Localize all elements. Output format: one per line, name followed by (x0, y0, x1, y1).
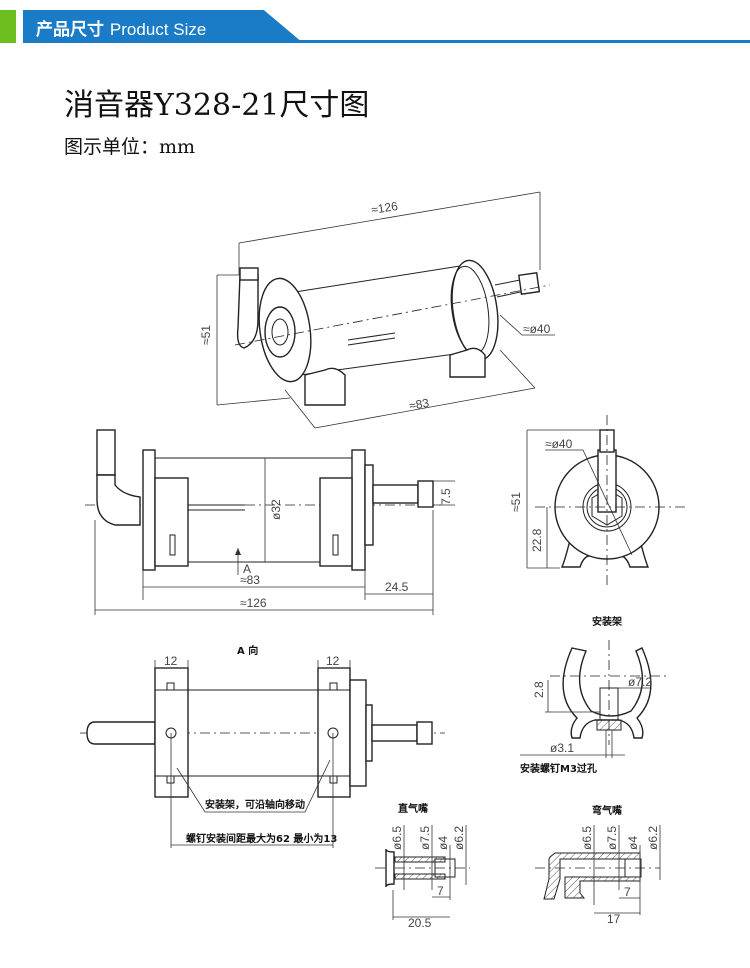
iso-body-length-label: ≈83 (408, 396, 430, 413)
straight-d4: ø6.2 (452, 826, 466, 850)
bracket-height-label: 2.8 (532, 681, 546, 698)
bracket-boss-diameter-label: ø7.2 (628, 675, 652, 689)
a-view: A 向 12 12 安装架，可沿轴向移动 螺钉安装间距最大为62 最小为13 (80, 644, 445, 848)
side-arrow-label: A (243, 562, 251, 576)
elbow-nozzle-title: 弯气嘴 (592, 804, 622, 817)
side-total-length-label: ≈126 (240, 596, 267, 610)
elbow-nozzle-view: 弯气嘴 ø6.5 ø7.5 ø4 ø6.2 7 17 (535, 804, 661, 926)
bracket-view: 安装架 2.8 ø7.2 ø3.1 安装螺钉M3过孔 (520, 615, 670, 775)
straight-d3: ø4 (436, 836, 450, 850)
a-view-title: A 向 (237, 644, 258, 657)
header-banner (23, 10, 303, 43)
a-view-width-left: 12 (164, 654, 178, 668)
straight-nozzle-title: 直气嘴 (398, 802, 428, 815)
elbow-len-total: 17 (607, 912, 621, 926)
end-view: ≈51 22.8 ≈ø40 (509, 415, 685, 585)
header-underline (23, 40, 750, 43)
end-center-height-label: 22.8 (530, 528, 544, 552)
a-view-note-move: 安装架，可沿轴向移动 (205, 798, 305, 811)
side-outlet-length-label: 24.5 (385, 580, 409, 594)
side-outlet-label: 7.5 (439, 488, 453, 505)
straight-d2: ø7.5 (418, 826, 432, 850)
bracket-hole-diameter-label: ø3.1 (550, 741, 574, 755)
isometric-view: ≈126 ≈51 ≈83 ≈ø40 (199, 191, 555, 429)
bracket-note: 安装螺钉M3过孔 (520, 762, 597, 775)
straight-nozzle-view: 直气嘴 ø6.5 ø7.5 ø4 ø6.2 7 20.5 (375, 802, 470, 930)
iso-length-label: ≈126 (370, 199, 399, 217)
header-title-en: Product Size (109, 20, 207, 39)
iso-diameter-label: ≈ø40 (523, 322, 551, 336)
elbow-len-short: 7 (624, 885, 631, 899)
iso-height-label: ≈51 (199, 325, 213, 345)
straight-d1: ø6.5 (390, 826, 404, 850)
elbow-d2: ø7.5 (605, 826, 619, 850)
unit-label: 图示单位：mm (64, 136, 196, 158)
elbow-d3: ø4 (626, 836, 640, 850)
straight-len-short: 7 (437, 884, 444, 898)
page-title: 消音器Y328-21尺寸图 (64, 88, 370, 123)
straight-len-total: 20.5 (408, 916, 432, 930)
header-title-cn: 产品尺寸 (36, 20, 104, 40)
a-view-width-right: 12 (326, 654, 340, 668)
a-view-note-spacing: 螺钉安装间距最大为62 最小为13 (186, 832, 337, 845)
side-diameter-label: ø32 (269, 499, 283, 520)
elbow-d4: ø6.2 (646, 826, 660, 850)
elbow-d1: ø6.5 (580, 826, 594, 850)
side-body-length-label: ≈83 (240, 573, 260, 587)
end-diameter-label: ≈ø40 (545, 437, 573, 451)
side-view: ø32 7.5 A ≈83 24.5 ≈126 (85, 429, 455, 615)
bracket-title: 安装架 (592, 615, 622, 628)
header-accent-bar (0, 10, 16, 43)
section-header: 产品尺寸 Product Size (36, 15, 206, 40)
end-height-label: ≈51 (509, 492, 523, 512)
